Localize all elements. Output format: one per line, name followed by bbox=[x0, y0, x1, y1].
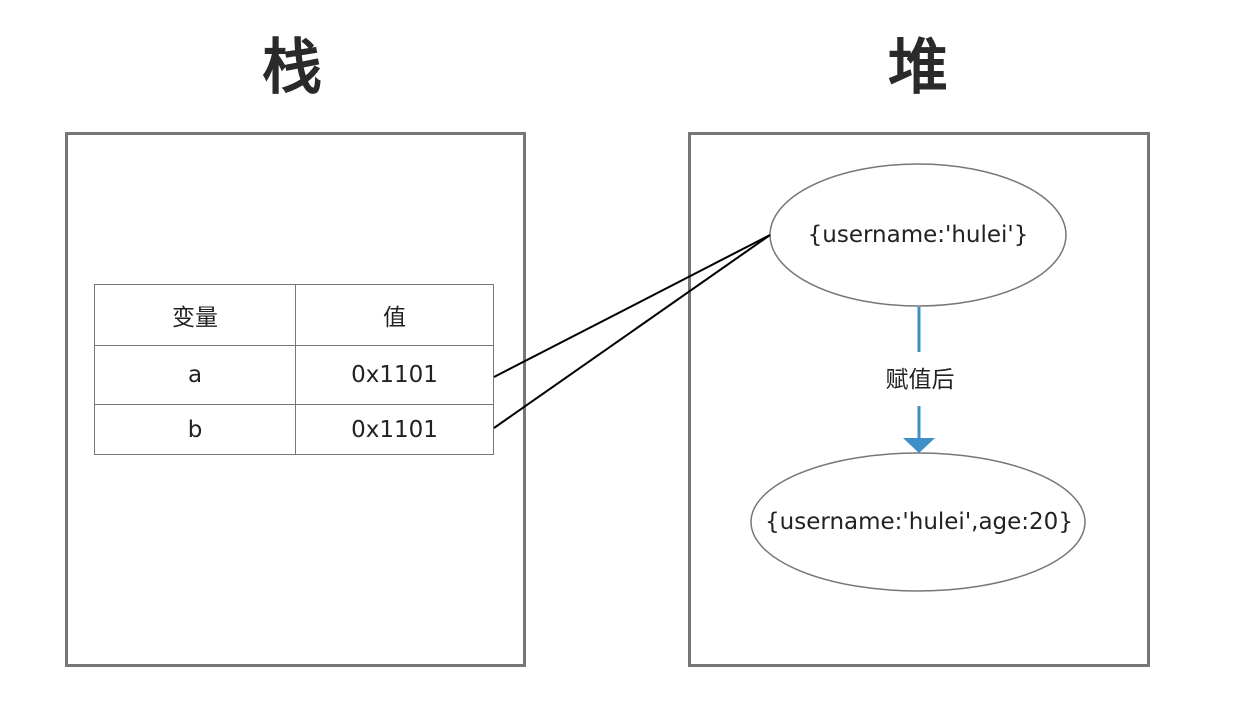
stack-title: 栈 bbox=[262, 33, 322, 103]
heap-title: 堆 bbox=[888, 33, 948, 103]
row-a-value: 0x1101 bbox=[295, 345, 494, 405]
table-row: b 0x1101 bbox=[94, 404, 494, 455]
pointer-line-a bbox=[493, 234, 771, 378]
row-b-value: 0x1101 bbox=[295, 404, 494, 455]
heap-object-2-label: {username:'hulei',age:20} bbox=[765, 509, 1073, 535]
heap-object-1-label: {username:'hulei'} bbox=[807, 222, 1029, 248]
heap-object-2-ellipse bbox=[750, 452, 1086, 592]
header-variable: 变量 bbox=[94, 284, 296, 346]
row-b-name: b bbox=[94, 404, 296, 455]
arrow-down-icon bbox=[903, 438, 935, 453]
pointer-line-b bbox=[493, 234, 771, 429]
variable-table: 变量 值 a 0x1101 b 0x1101 bbox=[94, 284, 494, 455]
assign-arrow-label: 赋值后 bbox=[860, 364, 980, 396]
